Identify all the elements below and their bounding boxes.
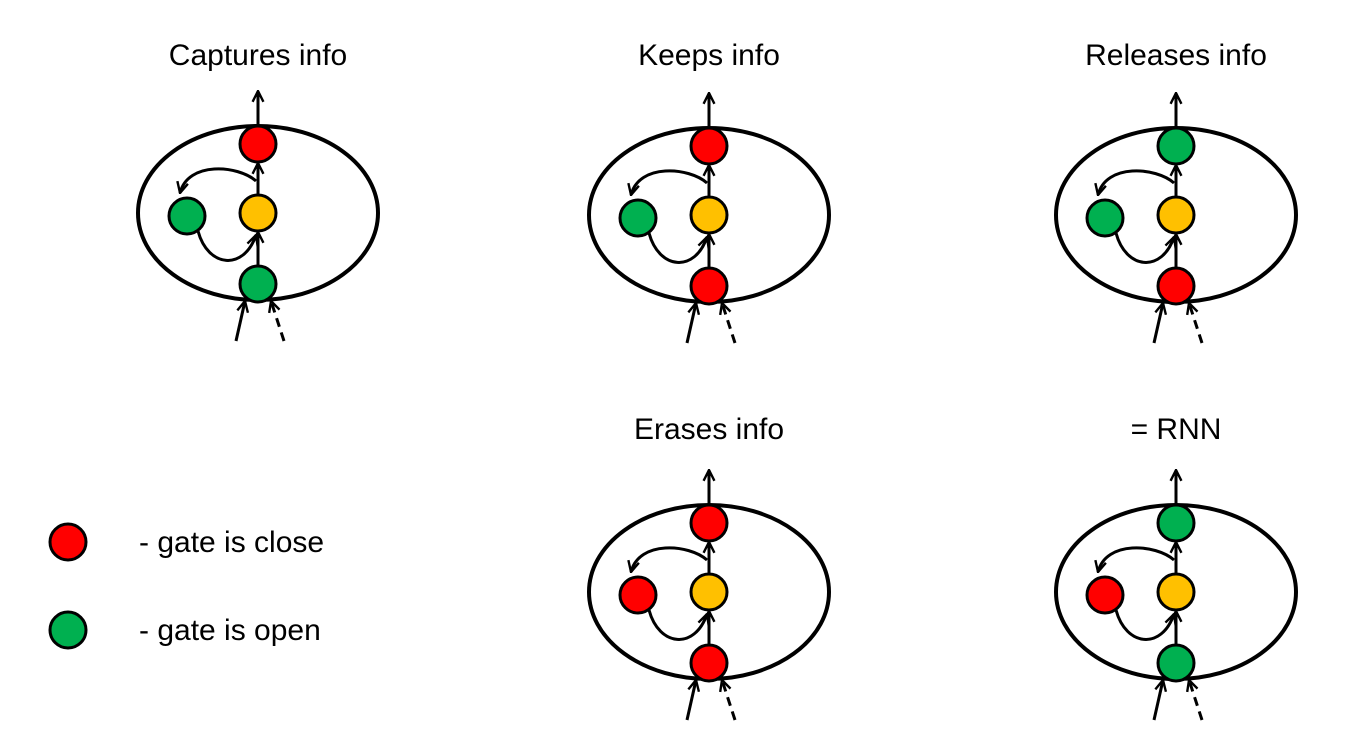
recurrent-input-arrow	[722, 303, 737, 344]
panel-erases-info: Erases info	[587, 413, 831, 721]
forget-gate	[167, 196, 207, 236]
input-arrow	[1152, 680, 1163, 721]
input-gate	[238, 264, 278, 304]
legend-item-closed: - gate is close	[48, 522, 324, 562]
forget-gate	[1085, 575, 1125, 615]
loop-arrow-top	[180, 167, 257, 193]
memory-cell	[689, 195, 729, 235]
panel-title: Captures info	[169, 39, 347, 72]
loop-arrow-bottom	[647, 232, 707, 264]
legend-swatch-open	[48, 610, 88, 650]
input-arrow	[685, 680, 696, 721]
output-gate	[689, 503, 729, 543]
input-gate	[689, 266, 729, 306]
legend-swatch-closed	[48, 522, 88, 562]
recurrent-input-arrow	[1189, 680, 1204, 721]
recurrent-input-arrow	[1189, 303, 1204, 344]
panel-keeps-info: Keeps info	[587, 39, 831, 344]
loop-arrow-top	[631, 169, 708, 195]
recurrent-input-arrow	[271, 301, 286, 342]
forget-gate	[618, 575, 658, 615]
loop-arrow-bottom	[1114, 609, 1174, 641]
forget-gate	[618, 198, 658, 238]
lstm-cell	[1054, 470, 1298, 721]
loop-arrow-bottom	[196, 230, 256, 262]
lstm-cell	[136, 91, 380, 342]
input-arrow	[1152, 303, 1163, 344]
memory-cell	[1156, 195, 1196, 235]
input-gate	[1156, 643, 1196, 683]
panel-title: Releases info	[1085, 39, 1267, 72]
panel-captures-info: Captures info	[136, 39, 380, 342]
legend-label: - gate is close	[139, 526, 324, 559]
memory-cell	[1156, 572, 1196, 612]
panel-title: Keeps info	[638, 39, 780, 72]
input-gate	[1156, 266, 1196, 306]
output-gate	[238, 124, 278, 164]
output-gate	[689, 126, 729, 166]
lstm-cell	[1054, 93, 1298, 344]
panel-rnn: = RNN	[1054, 413, 1298, 721]
lstm-cell	[587, 470, 831, 721]
legend: - gate is close - gate is open	[48, 522, 324, 650]
legend-item-open: - gate is open	[48, 610, 321, 650]
recurrent-input-arrow	[722, 680, 737, 721]
forget-gate	[1085, 198, 1125, 238]
memory-cell	[689, 572, 729, 612]
loop-arrow-bottom	[1114, 232, 1174, 264]
panel-title: = RNN	[1131, 413, 1222, 446]
panel-title: Erases info	[634, 413, 784, 446]
input-arrow	[234, 301, 245, 342]
loop-arrow-top	[631, 546, 708, 572]
loop-arrow-top	[1098, 169, 1175, 195]
input-gate	[689, 643, 729, 683]
panel-releases-info: Releases info	[1054, 39, 1298, 344]
lstm-cell	[587, 93, 831, 344]
output-gate	[1156, 126, 1196, 166]
loop-arrow-top	[1098, 546, 1175, 572]
loop-arrow-bottom	[647, 609, 707, 641]
memory-cell	[238, 193, 278, 233]
legend-label: - gate is open	[139, 614, 321, 647]
output-gate	[1156, 503, 1196, 543]
input-arrow	[685, 303, 696, 344]
